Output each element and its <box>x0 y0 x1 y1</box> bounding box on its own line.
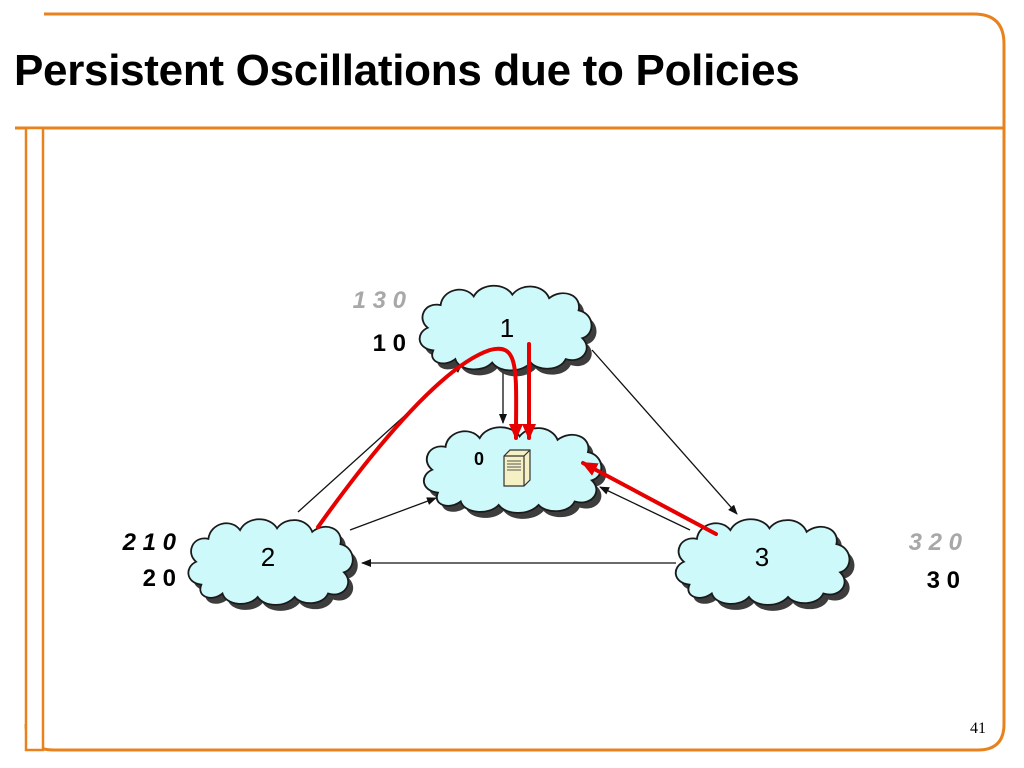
slide-title: Persistent Oscillations due to Policies <box>14 46 800 95</box>
node-3-preference-new: 3 0 <box>927 567 960 594</box>
node-3-label: 3 <box>755 542 769 572</box>
route-3-0 <box>581 461 718 536</box>
links <box>297 349 738 567</box>
server-icon <box>503 449 531 487</box>
node-1-preference-old: 1 3 0 <box>353 287 407 314</box>
node-1-label: 1 <box>500 313 514 343</box>
page-number: 41 <box>970 720 986 737</box>
node-1-preference-new: 1 0 <box>373 330 406 357</box>
route-2-1-0 <box>316 346 524 529</box>
link-2-to-0 <box>349 497 437 531</box>
node-2-preference-old: 2 1 0 <box>122 529 177 556</box>
highlighted-routes <box>316 342 718 536</box>
node-3-preference-old: 3 2 0 <box>909 529 963 556</box>
destination-label: 0 <box>474 449 484 469</box>
node-2-preference-new: 2 0 <box>143 565 176 592</box>
link-1-to-3 <box>591 349 738 515</box>
node-2-label: 2 <box>261 542 275 572</box>
link-3-to-0 <box>599 486 691 531</box>
slide-frame <box>15 12 1006 752</box>
